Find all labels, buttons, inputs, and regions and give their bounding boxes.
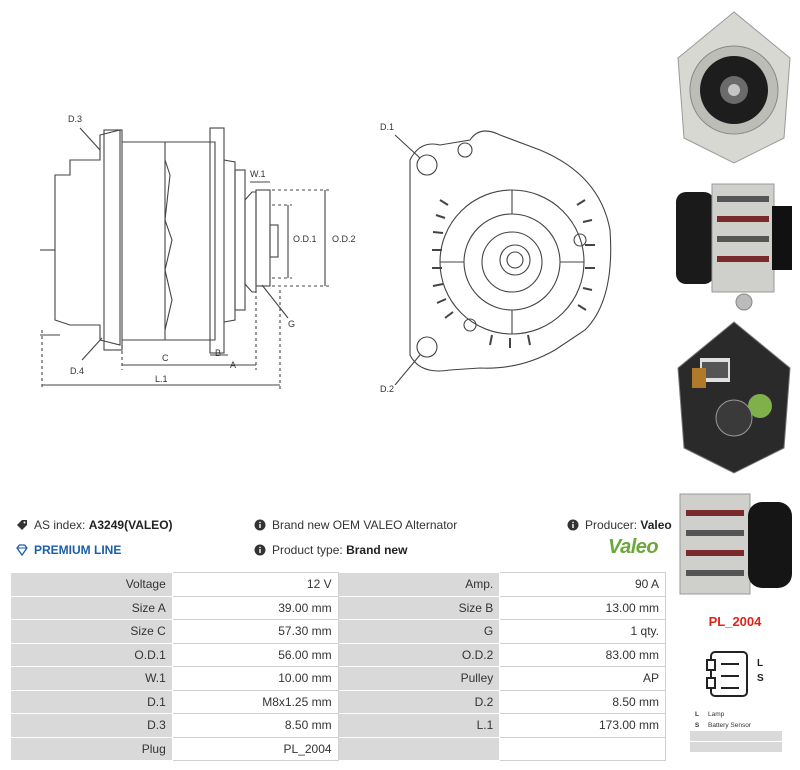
label-w1: W.1 (250, 169, 266, 179)
label-od2: O.D.2 (332, 234, 356, 244)
spec-label (337, 736, 501, 761)
as-index-label: AS index: (34, 518, 86, 532)
spec-label: Amp. (337, 572, 501, 597)
spec-value: 39.00 mm (171, 595, 339, 620)
spec-value: 10.00 mm (171, 666, 339, 691)
product-info: AS index: A3249(VALEO) PREMIUM LINE Bran… (10, 512, 672, 562)
spec-label: Pulley (337, 666, 501, 691)
spec-value: 13.00 mm (499, 595, 666, 620)
legend-row: L Lamp (690, 709, 782, 720)
label-od1: O.D.1 (293, 234, 317, 244)
info-icon (567, 519, 579, 531)
spec-label: D.1 (10, 689, 173, 714)
plug-connector-icon: L S (706, 651, 764, 697)
premium-line-label: PREMIUM LINE (34, 543, 122, 557)
tag-icon (17, 520, 27, 530)
product-type-value: Brand new (346, 543, 408, 557)
spec-value: 83.00 mm (499, 642, 666, 667)
as-index: AS index: A3249(VALEO) (16, 518, 173, 532)
photo-front-view (677, 11, 791, 164)
spec-value: 90 A (499, 572, 666, 597)
valeo-logo: Valeo (608, 536, 659, 558)
spec-label: L.1 (337, 713, 501, 738)
spec-label: Voltage (10, 572, 173, 597)
label-a: A (230, 360, 236, 370)
spec-label: O.D.2 (337, 642, 501, 667)
label-c: C (162, 353, 169, 363)
label-d1: D.1 (380, 122, 394, 132)
label-d2: D.2 (380, 384, 394, 394)
description: Brand new OEM VALEO Alternator (254, 518, 457, 532)
plug-legend: L Lamp S Battery Sensor (690, 709, 782, 753)
info-icon (254, 544, 266, 556)
spec-value: AP (499, 666, 666, 691)
spec-label: Plug (10, 736, 173, 761)
description-text: Brand new OEM VALEO Alternator (272, 518, 458, 532)
plug-name: PL_2004 (708, 614, 762, 629)
plug-pin-s: S (757, 673, 764, 684)
legend-row: S Battery Sensor (690, 720, 782, 731)
spec-label: D.3 (10, 713, 173, 738)
premium-line: PREMIUM LINE (16, 543, 121, 557)
spec-value: 12 V (171, 572, 339, 597)
legend-key: L (695, 710, 699, 718)
spec-label: O.D.1 (10, 642, 173, 667)
spec-value: 57.30 mm (171, 619, 339, 644)
spec-label: D.2 (337, 689, 501, 714)
spec-label: Size B (337, 595, 501, 620)
producer: Producer: Valeo (567, 518, 672, 532)
label-l1: L.1 (155, 374, 168, 384)
photo-side-view (676, 183, 792, 311)
spec-label: Size C (10, 619, 173, 644)
label-d4: D.4 (70, 366, 84, 376)
spec-value: PL_2004 (171, 736, 339, 761)
technical-drawing: D.3 D.4 W.1 O.D.1 O.D.2 G C B A L.1 D.1 … (40, 114, 612, 394)
spec-value: M8x1.25 mm (171, 689, 339, 714)
spec-label: Size A (10, 595, 173, 620)
spec-label: G (337, 619, 501, 644)
plug-pin-l: L (757, 658, 763, 669)
label-d3: D.3 (68, 114, 82, 124)
spec-value (499, 736, 666, 761)
spec-value: 173.00 mm (499, 713, 666, 738)
info-icon (254, 519, 266, 531)
label-g: G (288, 319, 295, 329)
spec-label: W.1 (10, 666, 173, 691)
legend-key: S (694, 721, 700, 729)
spec-value: 8.50 mm (499, 689, 666, 714)
photo-rear-view (677, 321, 791, 474)
spec-value: 8.50 mm (171, 713, 339, 738)
spec-value: 56.00 mm (171, 642, 339, 667)
product-type-label: Product type: (272, 543, 343, 557)
legend-text: Battery Sensor (708, 721, 751, 729)
legend-text: Lamp (708, 710, 725, 718)
producer-value: Valeo (640, 518, 672, 532)
label-b: B (215, 348, 221, 358)
spec-value: 1 qty. (499, 619, 666, 644)
diamond-icon (16, 544, 28, 556)
as-index-value: A3249(VALEO) (88, 518, 173, 532)
legend-row (690, 742, 782, 753)
legend-row (690, 731, 782, 742)
product-type: Product type: Brand new (254, 543, 407, 557)
photo-top-view (679, 493, 792, 595)
producer-label: Producer: (585, 518, 638, 532)
